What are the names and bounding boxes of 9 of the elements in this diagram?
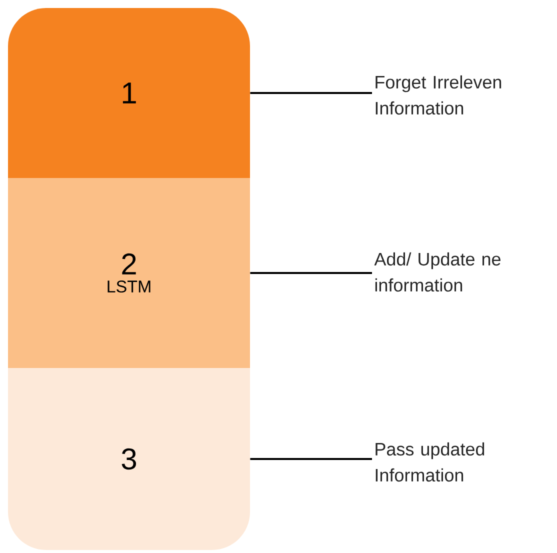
connector-line bbox=[250, 272, 372, 274]
bar-section: 2 LSTM bbox=[8, 178, 250, 368]
step-label: Forget Irreleven Information bbox=[376, 75, 502, 115]
connector-line bbox=[250, 458, 372, 460]
step-label: Pass updated Information bbox=[376, 442, 484, 482]
bar-section: 3 bbox=[8, 368, 250, 550]
bar-section: 1 bbox=[8, 8, 250, 178]
step-label: Add/ Update ne information bbox=[374, 252, 500, 292]
connector-line bbox=[250, 92, 372, 94]
